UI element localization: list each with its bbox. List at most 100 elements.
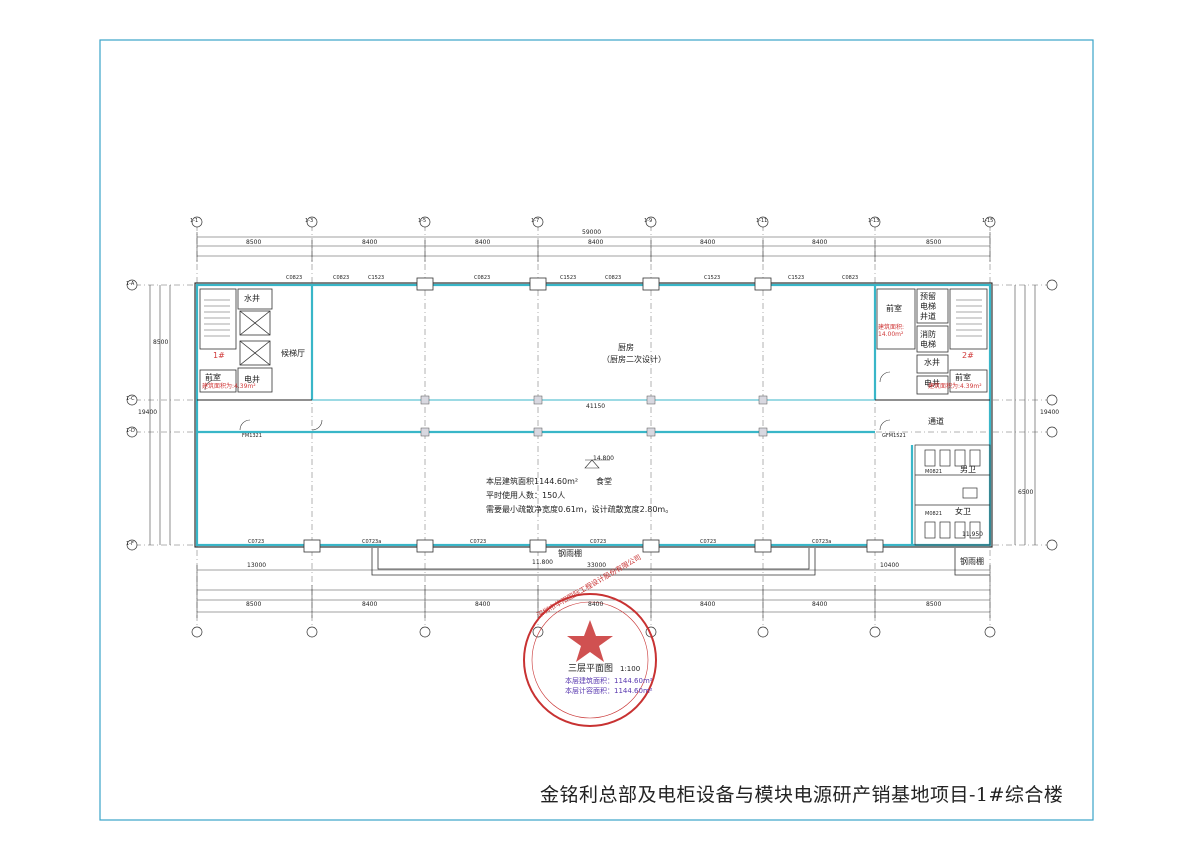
dim-bay: 8400 bbox=[812, 239, 828, 246]
axis-label: 1-1 bbox=[190, 218, 199, 224]
door-tag: M0821 bbox=[925, 511, 943, 517]
drawing-frame bbox=[99, 39, 1094, 821]
dimension-lines-sides bbox=[149, 285, 1036, 545]
dim-canopy-elev-right: 11.950 bbox=[962, 531, 983, 538]
project-title: 金铭利总部及电柜设备与模块电源研产销基地项目-1#综合楼 bbox=[540, 784, 1064, 806]
red-note-right-front: 建筑面积: 14.00m² bbox=[878, 324, 905, 339]
axis-bubbles bbox=[126, 216, 1058, 638]
toilet-block bbox=[914, 444, 991, 546]
room-kitchen: 厨房 bbox=[618, 343, 634, 352]
right-stair-treads bbox=[956, 299, 982, 337]
axis-label: 1-5 bbox=[418, 218, 427, 224]
room-female-wc: 女卫 bbox=[955, 507, 971, 516]
room-front-left: 前室 bbox=[205, 373, 221, 382]
door-tag: M0821 bbox=[925, 469, 943, 475]
dim-bay-bottom: 8500 bbox=[246, 601, 262, 608]
window-tag: C0723 bbox=[590, 539, 607, 545]
dim-bay-bottom: 8400 bbox=[812, 601, 828, 608]
axis-label: 1-F bbox=[126, 541, 134, 547]
room-elec-well-right: 电井 bbox=[924, 379, 940, 388]
room-water-well-left: 水井 bbox=[244, 294, 260, 303]
dim-bay: 8500 bbox=[246, 239, 262, 246]
room-canteen: 食堂 bbox=[596, 477, 612, 486]
dim-bay: 8400 bbox=[588, 239, 604, 246]
left-stair-treads bbox=[204, 299, 230, 337]
window-tag: C0723 bbox=[700, 539, 717, 545]
window-tag: C0823 bbox=[605, 275, 622, 281]
door-tag: FM1321 bbox=[242, 433, 262, 439]
elevation-marker bbox=[584, 459, 610, 469]
axis-label: 1-3 bbox=[305, 218, 314, 224]
dim-bay-bottom: 8400 bbox=[475, 601, 491, 608]
dim-bay: 8400 bbox=[362, 239, 378, 246]
floor-area-label: 本层建筑面积：1144.60m² bbox=[565, 677, 653, 685]
left-core bbox=[199, 288, 273, 393]
dim-10400: 10400 bbox=[880, 562, 900, 569]
dim-33000: 33000 bbox=[587, 562, 607, 569]
window-tag: C0823 bbox=[474, 275, 491, 281]
door-tag: GFM1521 bbox=[882, 433, 906, 439]
room-fire-elevator: 消防 电梯 bbox=[920, 330, 936, 349]
room-front-right-bottom: 前室 bbox=[955, 373, 971, 382]
room-kitchen-note: （厨房二次设计） bbox=[602, 355, 666, 364]
stair-label-2: 2# bbox=[962, 351, 974, 360]
axis-label: 1-13 bbox=[868, 218, 880, 224]
dim-bay-bottom: 8500 bbox=[926, 601, 942, 608]
window-tag: C1523 bbox=[788, 275, 805, 281]
axis-label: 1-A bbox=[126, 281, 135, 287]
dim-bay-bottom: 8400 bbox=[588, 601, 604, 608]
dim-6500-right: 6500 bbox=[1018, 489, 1034, 496]
door-swings bbox=[204, 371, 891, 431]
window-tag: C0723 bbox=[470, 539, 487, 545]
window-tag: C0723a bbox=[362, 539, 382, 545]
room-elec-well-left: 电井 bbox=[244, 375, 260, 384]
stair-label-1: 1# bbox=[213, 351, 225, 360]
red-note-left-stair: 建筑面积为:4.39m² bbox=[202, 383, 256, 390]
room-corridor: 通道 bbox=[928, 417, 944, 426]
window-tag: C0823 bbox=[333, 275, 350, 281]
company-stamp bbox=[523, 593, 657, 727]
dim-19400-left: 19400 bbox=[138, 409, 158, 416]
room-canopy-bottom: 钢雨棚 bbox=[558, 549, 582, 558]
dim-19400-right: 19400 bbox=[1040, 409, 1060, 416]
dim-13000: 13000 bbox=[247, 562, 267, 569]
axis-label: 1-C bbox=[126, 396, 135, 402]
right-core bbox=[876, 288, 988, 395]
window-tag: C1523 bbox=[368, 275, 385, 281]
room-elevator-hall: 候梯厅 bbox=[281, 349, 305, 358]
axis-label: 1-11 bbox=[756, 218, 768, 224]
dim-8500-left: 8500 bbox=[153, 339, 169, 346]
floor-area-calc-label: 本层计容面积：1144.60m² bbox=[565, 687, 653, 695]
dim-overall: 59000 bbox=[582, 229, 602, 236]
axis-label: 1-D bbox=[126, 428, 135, 434]
dim-bay: 8400 bbox=[475, 239, 491, 246]
canteen-occupants-note: 平时使用人数：150人 bbox=[486, 491, 566, 500]
dim-bay-bottom: 8400 bbox=[362, 601, 378, 608]
room-canopy-right: 钢雨棚 bbox=[960, 557, 984, 566]
window-tag: C0723a bbox=[812, 539, 832, 545]
columns bbox=[303, 277, 884, 553]
window-tag: C1523 bbox=[704, 275, 721, 281]
interior-columns bbox=[420, 395, 768, 437]
dim-41150: 41150 bbox=[586, 403, 606, 410]
dimension-lines-bottom bbox=[196, 565, 991, 618]
window-tag: C0823 bbox=[842, 275, 859, 281]
elevation-value: 14.800 bbox=[593, 455, 614, 462]
dim-bay-bottom: 8400 bbox=[700, 601, 716, 608]
room-water-well-right: 水井 bbox=[924, 358, 940, 367]
plan-scale: 1:100 bbox=[620, 665, 641, 673]
window-tag: C0823 bbox=[286, 275, 303, 281]
dimension-lines-top bbox=[196, 232, 991, 262]
axis-label: 1-15 bbox=[982, 218, 994, 224]
window-tag: C0723 bbox=[248, 539, 265, 545]
dim-bay: 8500 bbox=[926, 239, 942, 246]
room-reserved-shaft: 预留 电梯 井道 bbox=[920, 292, 936, 321]
wall-outlines bbox=[194, 282, 993, 548]
room-front-right-top: 前室 bbox=[886, 304, 902, 313]
red-note-right-stair: 建筑面积为:4.39m² bbox=[928, 383, 982, 390]
canteen-evac-note: 需要最小疏散净宽度0.61m，设计疏散宽度2.80m。 bbox=[486, 505, 674, 514]
plan-title: 三层平面图 bbox=[568, 664, 614, 674]
dim-canopy-elev: 11.800 bbox=[532, 559, 553, 566]
axis-label: 1-9 bbox=[644, 218, 653, 224]
